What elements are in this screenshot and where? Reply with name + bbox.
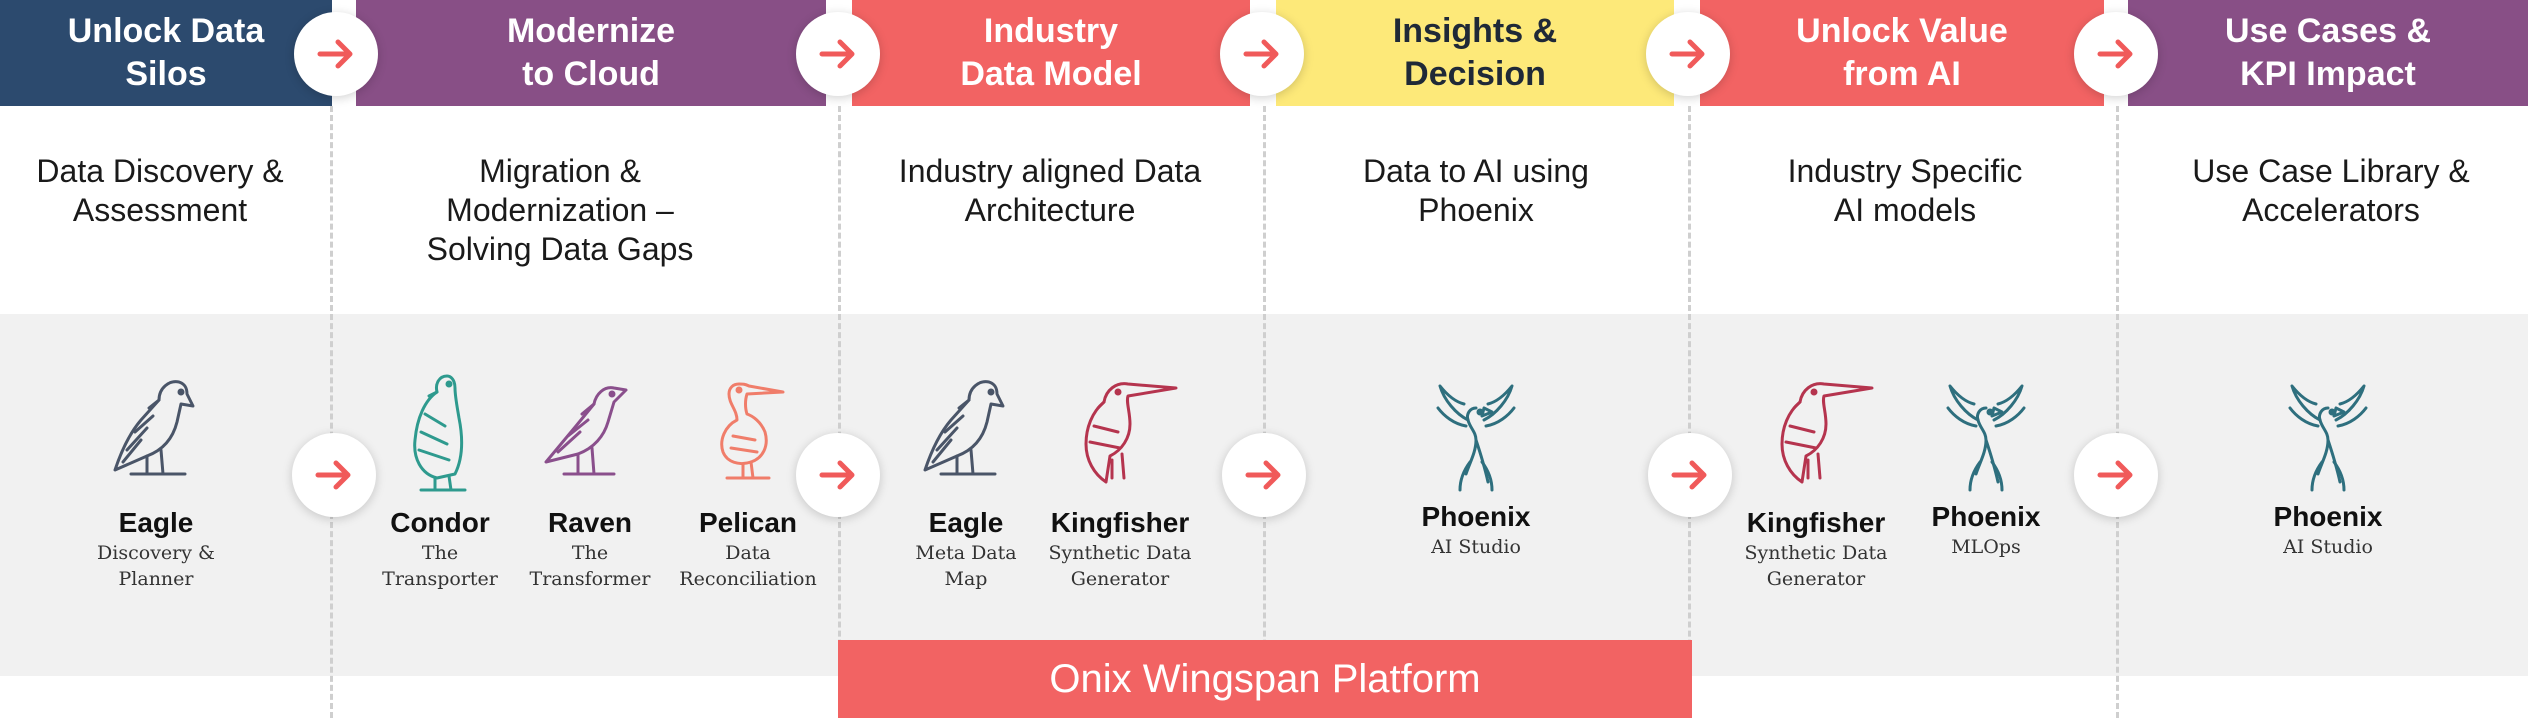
stage-header-6: Use Cases & KPI Impact (2128, 0, 2528, 106)
tool-condor: Condor The Transporter (350, 366, 530, 592)
stage-header-1: Unlock Data Silos (0, 0, 332, 106)
header-arrow-2 (796, 12, 880, 96)
tool-name: Pelican (698, 507, 798, 538)
tool-name: Kingfisher (1050, 507, 1190, 538)
stage-header-2: Modernize to Cloud (356, 0, 826, 106)
band-arrow-2 (796, 433, 880, 517)
stage-subtitle-2: Migration & Modernization – Solving Data… (426, 153, 694, 267)
tool-eagle-discovery: Eagle Discovery & Planner (66, 370, 246, 592)
stage-title: Insights & Decision (1392, 12, 1558, 93)
arrow-right-icon (1669, 39, 1705, 69)
band-arrow-3 (1222, 433, 1306, 517)
platform-banner: Onix Wingspan Platform (838, 640, 1692, 718)
arrow-right-icon (317, 39, 353, 69)
condor-icon (413, 374, 467, 492)
tool-name: Eagle (118, 507, 194, 538)
phoenix-icon (1436, 384, 1516, 492)
stage-subtitle-4: Data to AI using Phoenix (1363, 153, 1589, 228)
stage-divider (1688, 106, 1691, 718)
tool-name: Kingfisher (1746, 507, 1886, 538)
stage-divider (2116, 106, 2119, 718)
stage-title: Industry Data Model (960, 12, 1142, 93)
arrow-right-icon (1243, 39, 1279, 69)
band-arrow-4 (1648, 433, 1732, 517)
stage-subtitle-1: Data Discovery & Assessment (36, 153, 284, 228)
kingfisher-icon (1084, 382, 1178, 484)
tool-desc: AI Studio (2283, 536, 2373, 558)
header-arrow-4 (1646, 12, 1730, 96)
tool-desc: The Transporter (382, 542, 498, 590)
stage-header-5: Unlock Value from AI (1700, 0, 2104, 106)
tool-desc: Discovery & Planner (97, 542, 215, 590)
tool-raven: Raven The Transformer (500, 370, 680, 592)
stage-divider (330, 106, 333, 718)
tool-desc: Synthetic Data Generator (1048, 542, 1192, 590)
tool-name: Raven (547, 507, 633, 538)
arrow-right-icon (1245, 460, 1281, 490)
stage-subtitle-3: Industry aligned Data Architecture (898, 153, 1202, 228)
arrow-right-icon (2097, 460, 2133, 490)
band-arrow-5 (2074, 433, 2158, 517)
stage-header-4: Insights & Decision (1276, 0, 1674, 106)
tool-desc: Meta Data Map (915, 542, 1017, 590)
stage-divider (1263, 106, 1266, 718)
tool-desc: MLOps (1951, 536, 2021, 558)
header-arrow-1 (294, 12, 378, 96)
tool-name: Eagle (928, 507, 1004, 538)
arrow-right-icon (2097, 39, 2133, 69)
eagle-icon (113, 380, 195, 476)
raven-icon (544, 386, 628, 476)
tool-phoenix-ai-studio-2: Phoenix AI Studio (2238, 378, 2418, 560)
stage-header-3: Industry Data Model (852, 0, 1250, 106)
tool-desc: Data Reconciliation (679, 542, 817, 590)
stage-subtitle-6: Use Case Library & Accelerators (2192, 153, 2470, 228)
tool-name: Phoenix (2273, 501, 2383, 532)
tool-desc: Synthetic Data Generator (1744, 542, 1888, 590)
phoenix-icon (2288, 384, 2368, 492)
tool-desc: The Transformer (529, 542, 651, 590)
platform-label: Onix Wingspan Platform (1049, 656, 1481, 701)
tool-kingfisher-2: Kingfisher Synthetic Data Generator (1726, 370, 1906, 592)
stage-title: Modernize to Cloud (506, 12, 676, 93)
stage-title: Unlock Data Silos (67, 12, 265, 93)
stage-title: Unlock Value from AI (1796, 12, 2008, 93)
header-arrow-5 (2074, 12, 2158, 96)
tool-name: Phoenix (1931, 501, 2041, 532)
tool-pelican: Pelican Data Reconciliation (658, 370, 838, 592)
tool-name: Condor (390, 507, 490, 538)
tool-desc: AI Studio (1431, 536, 1521, 558)
arrow-right-icon (315, 460, 351, 490)
header-arrow-3 (1220, 12, 1304, 96)
phoenix-icon (1946, 384, 2026, 492)
tool-phoenix-ai-studio-1: Phoenix AI Studio (1386, 378, 1566, 560)
stage-subtitle-5: Industry Specific AI models (1787, 153, 2023, 228)
arrow-right-icon (1671, 460, 1707, 490)
arrow-right-icon (819, 39, 855, 69)
kingfisher-icon (1780, 382, 1874, 484)
tool-name: Phoenix (1421, 501, 1531, 532)
pelican-icon (720, 382, 785, 480)
band-arrow-1 (292, 433, 376, 517)
stage-divider (838, 106, 841, 718)
eagle-icon (923, 380, 1005, 476)
arrow-right-icon (819, 460, 855, 490)
tool-kingfisher-1: Kingfisher Synthetic Data Generator (1030, 370, 1210, 592)
tool-eagle-metadata: Eagle Meta Data Map (876, 370, 1056, 592)
tool-phoenix-mlops: Phoenix MLOps (1896, 378, 2076, 560)
stage-title: Use Cases & KPI Impact (2224, 12, 2431, 93)
